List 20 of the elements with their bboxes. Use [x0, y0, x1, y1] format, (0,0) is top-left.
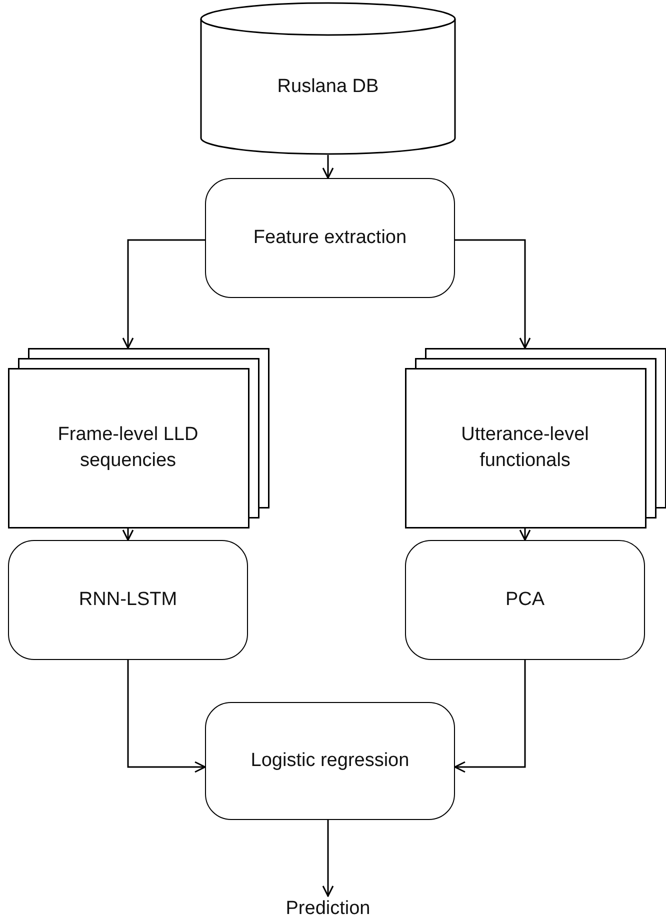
box-label: RNN-LSTM	[78, 588, 178, 612]
box-label: Frame-level LLD sequencies	[56, 422, 200, 472]
arrow	[122, 528, 134, 541]
arrow	[322, 155, 334, 179]
arrow	[455, 239, 531, 349]
arrow	[454, 660, 526, 773]
process-box	[205, 178, 455, 298]
process-box	[205, 702, 455, 820]
arrow	[322, 820, 334, 897]
process-box	[8, 540, 248, 660]
arrow	[127, 660, 206, 773]
output-label: Prediction	[286, 897, 370, 922]
box-label: Ruslana DB	[277, 74, 379, 99]
arrow	[519, 528, 531, 541]
box-label: PCA	[505, 588, 545, 612]
box-label: Logistic regression	[250, 749, 410, 774]
box-label: Feature extraction	[253, 226, 407, 250]
process-box	[405, 540, 645, 660]
arrow	[122, 239, 205, 349]
box-label: Utterance-level functionals	[460, 422, 590, 472]
